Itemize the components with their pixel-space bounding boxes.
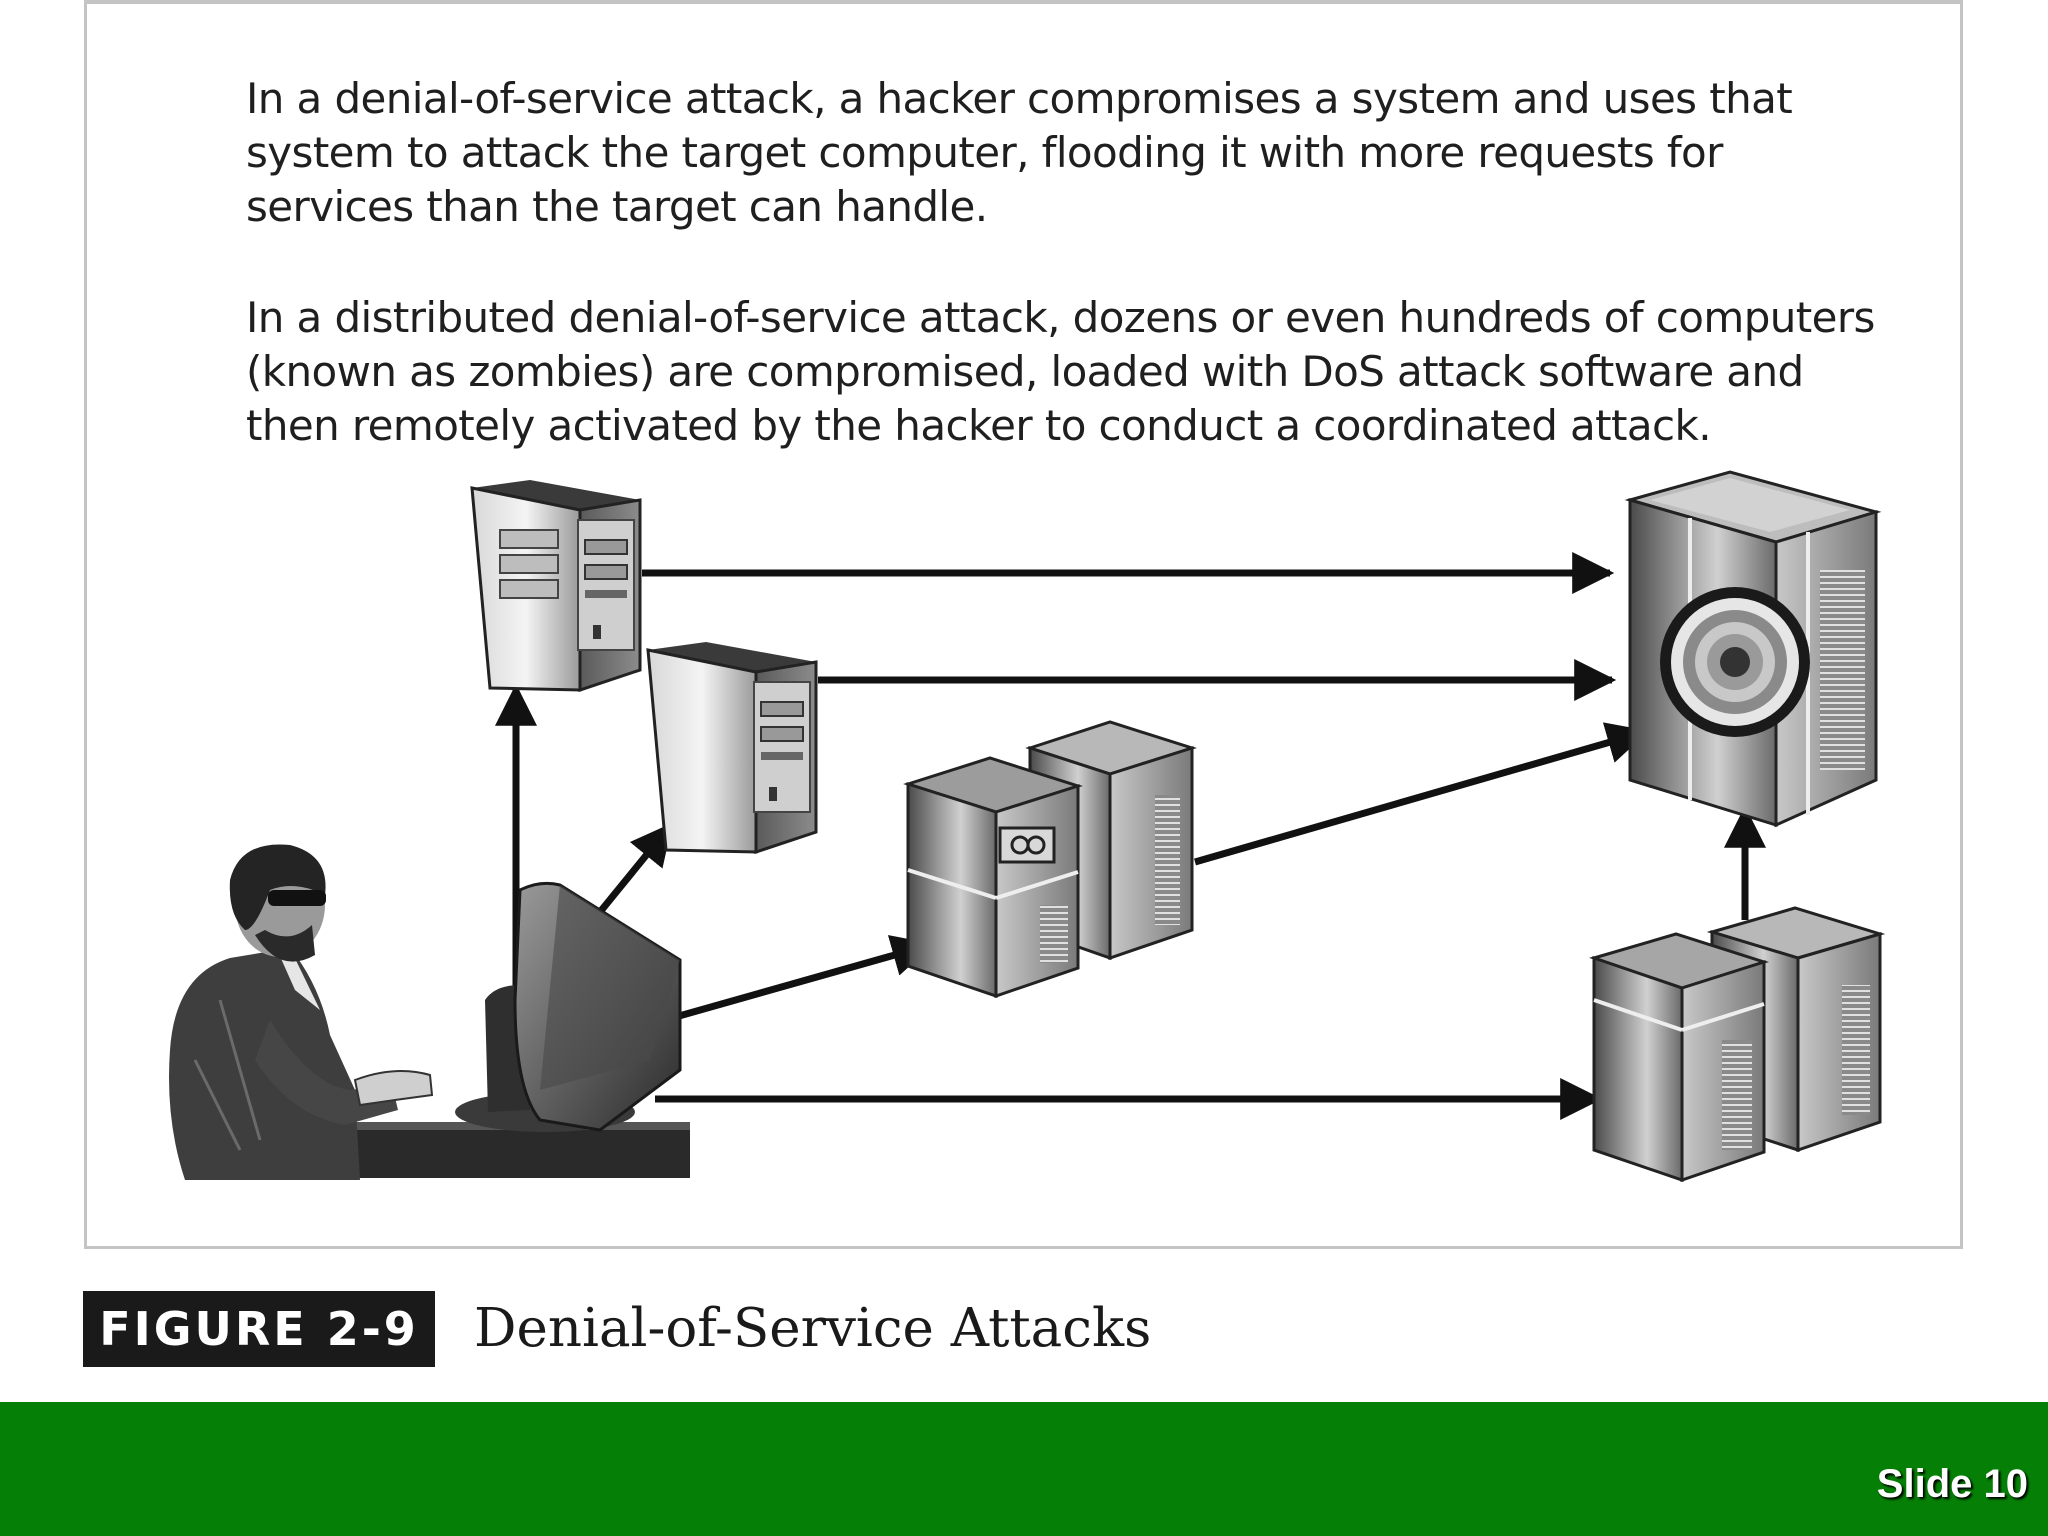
zombie-server-icon — [903, 720, 1197, 999]
description-paragraph-ddos: In a distributed denial-of-service attac… — [246, 291, 1875, 453]
text-line: In a distributed denial-of-service attac… — [246, 293, 1875, 342]
arrow-hacker-to-zombie2 — [597, 822, 673, 915]
text-line: system to attack the target computer, fl… — [246, 128, 1723, 177]
figure-title: Denial-of-Service Attacks — [474, 1298, 1152, 1359]
target-mark-icon — [1660, 587, 1810, 737]
slide-number: Slide 10 — [1876, 1462, 2028, 1506]
figure-label: FIGURE 2-9 — [83, 1291, 435, 1367]
description-paragraph-dos: In a denial-of-service attack, a hacker … — [246, 72, 1793, 234]
text-line: services than the target can handle. — [246, 182, 988, 231]
footer-bar: Slide 10 — [0, 1402, 2048, 1536]
zombie-server-icon — [1589, 906, 1886, 1183]
text-line: In a denial-of-service attack, a hacker … — [246, 74, 1793, 123]
zombie-tower-icon — [646, 642, 818, 855]
attack-arrows — [495, 552, 1766, 1120]
text-line: (known as zombies) are compromised, load… — [246, 347, 1804, 396]
arrow-hacker-to-zombie-server — [671, 935, 935, 1022]
arrow-zombie-server-to-target — [1194, 722, 1650, 866]
zombie-tower-icon — [470, 480, 642, 693]
monitor-icon — [455, 881, 682, 1132]
text-line: then remotely activated by the hacker to… — [246, 401, 1712, 450]
